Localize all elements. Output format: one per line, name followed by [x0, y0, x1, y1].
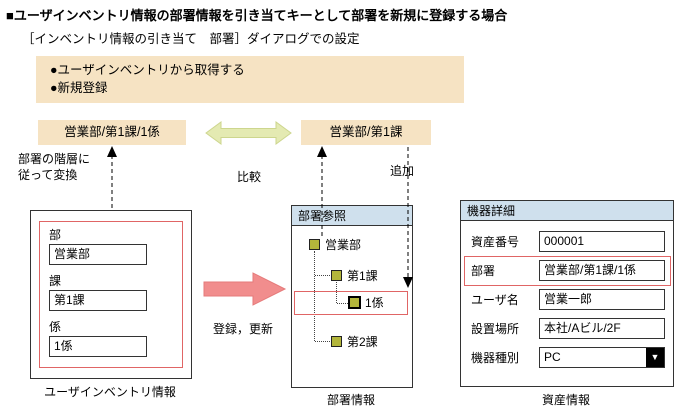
compare-label: 比較: [237, 170, 262, 184]
field-input-bu[interactable]: 営業部: [49, 244, 147, 265]
tree-highlight-box: [294, 291, 408, 315]
user-inventory-panel: 部 営業部 課 第1課 係 1係: [30, 210, 192, 379]
compare-double-arrow-icon: [205, 121, 292, 145]
dept-label: 部署: [471, 264, 496, 278]
tree-node-icon-sec1: [331, 270, 342, 281]
register-update-label: 登録，更新: [213, 322, 274, 336]
asset-caption: 資産情報: [541, 393, 590, 407]
figure-subtitle: ［インベントリ情報の引き当て 部署］ダイアログでの設定: [22, 32, 360, 46]
figure-title: ■ユーザインベントリ情報の部署情報を引き当てキーとして部署を新規に登録する場合: [6, 8, 508, 23]
field-label-ka: 課: [49, 274, 62, 288]
location-label: 設置場所: [471, 322, 520, 336]
setting-item-2: ●新規登録: [50, 81, 108, 95]
field-input-kakari[interactable]: 1係: [49, 336, 147, 357]
device-dialog-title: 機器詳細: [461, 201, 673, 221]
dept-dialog-title: 部署参照: [292, 206, 412, 226]
tree-node-icon-sales: [309, 239, 320, 250]
device-type-select[interactable]: PC ▼: [539, 347, 665, 368]
department-key-box: 営業部/第1課: [301, 120, 431, 145]
transform-note-line2: 従って変換: [18, 168, 78, 182]
tree-item-sales[interactable]: 営業部: [325, 238, 362, 252]
device-type-value: PC: [544, 350, 561, 364]
tree-node-icon-unit1: [348, 296, 361, 309]
transform-arrowhead-icon: [107, 146, 117, 157]
tree-connector-h2: [337, 303, 348, 304]
transform-note-line1: 部署の階層に: [18, 152, 91, 166]
dept-caption: 部署情報: [326, 393, 375, 407]
inventory-caption: ユーザインベントリ情報: [44, 385, 176, 399]
device-detail-dialog: 機器詳細 資産番号 000001 部署 営業部/第1課/1係 ユーザ名 営業一郎…: [460, 200, 674, 387]
add-label: 追加: [390, 164, 415, 178]
tree-connector-v2: [336, 282, 337, 303]
dropdown-arrow-icon[interactable]: ▼: [646, 348, 664, 367]
inventory-highlight-box: [39, 221, 183, 368]
tree-item-unit1[interactable]: 1係: [365, 296, 384, 310]
field-input-ka[interactable]: 第1課: [49, 290, 147, 311]
asset-no-input[interactable]: 000001: [539, 231, 665, 252]
tree-node-icon-sec2: [331, 336, 342, 347]
user-name-label: ユーザ名: [471, 293, 519, 307]
transform-note: 部署の階層に 従って変換: [18, 151, 90, 183]
field-label-kakari: 係: [49, 320, 62, 334]
inventory-key-box: 営業部/第1課/1係: [38, 120, 186, 145]
user-name-input[interactable]: 営業一郎: [539, 289, 665, 310]
tree-connector-h3: [315, 341, 330, 342]
dept-row-highlight-box: [464, 256, 671, 286]
device-type-label: 機器種別: [471, 351, 520, 365]
register-flow-arrow-icon: [203, 272, 287, 306]
dept-input[interactable]: 営業部/第1課/1係: [539, 260, 665, 281]
dialog-settings-box: ●ユーザインベントリから取得する ●新規登録: [36, 56, 464, 103]
asset-no-label: 資産番号: [471, 235, 520, 249]
field-label-bu: 部: [49, 228, 62, 242]
setting-item-1: ●ユーザインベントリから取得する: [50, 63, 245, 77]
tree-item-sec2[interactable]: 第2課: [347, 335, 378, 349]
dept-arrowhead-icon: [317, 146, 327, 157]
tree-connector-v1: [314, 251, 315, 341]
tree-connector-h1: [315, 275, 330, 276]
dept-reference-dialog: 部署参照 営業部 第1課 1係 第2課: [291, 205, 413, 388]
tree-item-sec1[interactable]: 第1課: [347, 269, 378, 283]
location-input[interactable]: 本社/Aビル/2F: [539, 318, 665, 339]
